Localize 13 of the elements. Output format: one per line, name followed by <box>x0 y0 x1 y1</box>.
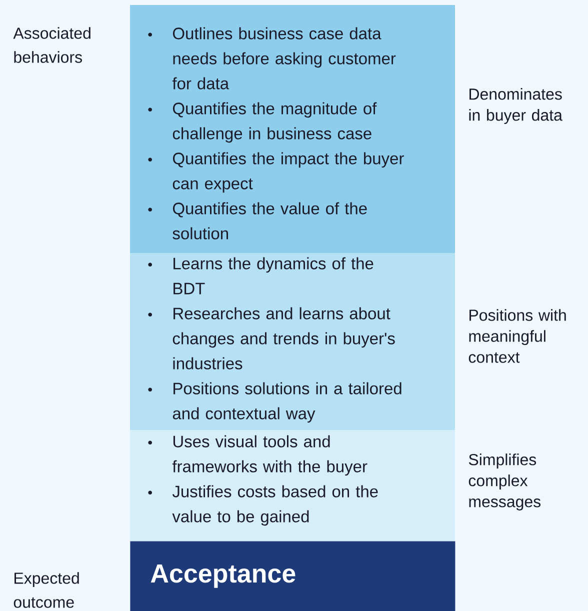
node-label: Quantifies the impact the buyer can expect <box>172 152 404 193</box>
outcome-band: Acceptance <box>130 541 456 611</box>
side-label: Simplifies complex messages <box>468 454 541 510</box>
node-label: Quantifies the value of the solution <box>172 202 367 240</box>
node-label: Quantifies the magnitude of challenge in business case <box>172 102 377 143</box>
side-label: Positions with meaningful context <box>468 309 566 363</box>
row-label: Expected outcome <box>14 572 79 608</box>
behavior-band: Uses visual tools and frameworks with the buyer Justifies costs based on the value to be gained <box>130 430 455 541</box>
behavior-band: Outlines business case data needs before asking customer for data Quantifies the magnitude of challenge in business case Quantifies the impact the buyer can expect Quantifies the value of the solution <box>130 5 455 253</box>
row-label: Associated behaviors <box>13 27 90 63</box>
node-label: Outlines business case data needs before asking customer for data <box>172 27 396 90</box>
side-label: Denominates in buyer data <box>469 88 562 124</box>
behavior-band: Learns the dynamics of the BDT Researches and learns about changes and trends in buyer's industries Positions solutions in a tailored and contextual way <box>130 253 455 430</box>
